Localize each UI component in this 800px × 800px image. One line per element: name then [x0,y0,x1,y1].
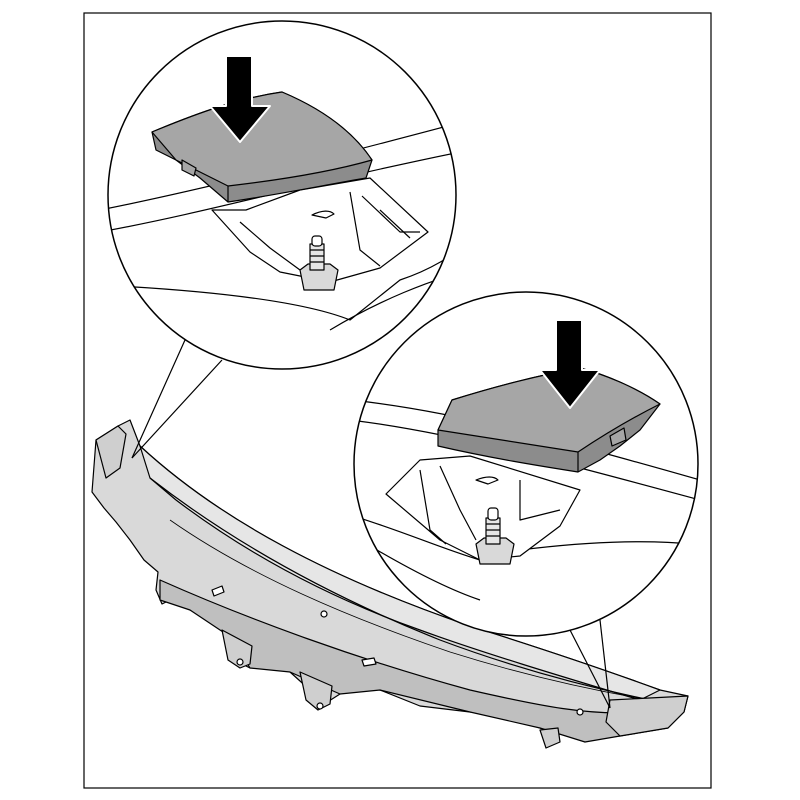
detail-circle-right [353,291,699,637]
bolt-left [299,235,339,291]
detail-circle-left [107,20,457,370]
press-down-arrow-icon [539,319,601,409]
cover-cap-left [151,91,373,203]
cowl-panel [91,419,689,749]
callout-leader-right [569,619,611,709]
bolt-right [475,507,515,565]
cover-cap-right [437,367,661,473]
callout-leader-left [131,339,223,459]
press-down-arrow-icon [209,55,271,143]
